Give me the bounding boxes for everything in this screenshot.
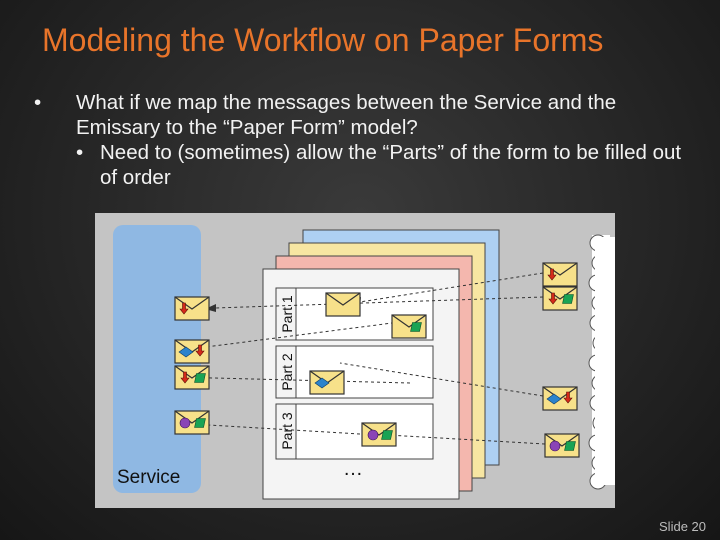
ellipsis: … [343, 458, 363, 480]
envelope-icon [310, 371, 344, 394]
bullet-text: Need to (sometimes) allow the “Parts” of… [100, 141, 681, 189]
bullet-dot: • [76, 140, 83, 165]
envelope-icon [326, 293, 360, 316]
envelope-icon [175, 340, 209, 363]
bullet-text: What if we map the messages between the … [76, 91, 616, 139]
bullet-dot: • [34, 90, 41, 115]
cloud-fill [595, 237, 615, 485]
envelope-icon [545, 434, 579, 457]
service-envelopes [175, 297, 209, 434]
part-1-label: Part 1 [279, 295, 295, 333]
part-2-label: Part 2 [279, 353, 295, 391]
form-stack: Part 1 Part 2 Part 3 … [263, 230, 499, 499]
bullet-list: • What if we map the messages between th… [30, 90, 700, 190]
envelope-icon [543, 263, 577, 286]
envelope-icon [175, 366, 209, 389]
envelope-icon [543, 387, 577, 410]
envelope-icon [175, 411, 209, 434]
envelope-icon [175, 297, 209, 320]
workflow-diagram: Service Part 1 Part 2 Part 3 … [95, 213, 615, 508]
slide-title: Modeling the Workflow on Paper Forms [42, 22, 603, 59]
part-3-label: Part 3 [279, 412, 295, 450]
cloud [589, 235, 615, 489]
bullet-level1: • What if we map the messages between th… [30, 90, 700, 140]
slide-number: Slide 20 [659, 519, 706, 534]
envelope-icon [543, 287, 577, 310]
envelope-icon [392, 315, 426, 338]
bullet-level2: • Need to (sometimes) allow the “Parts” … [30, 140, 700, 190]
service-label: Service [117, 467, 180, 488]
envelope-icon [362, 423, 396, 446]
